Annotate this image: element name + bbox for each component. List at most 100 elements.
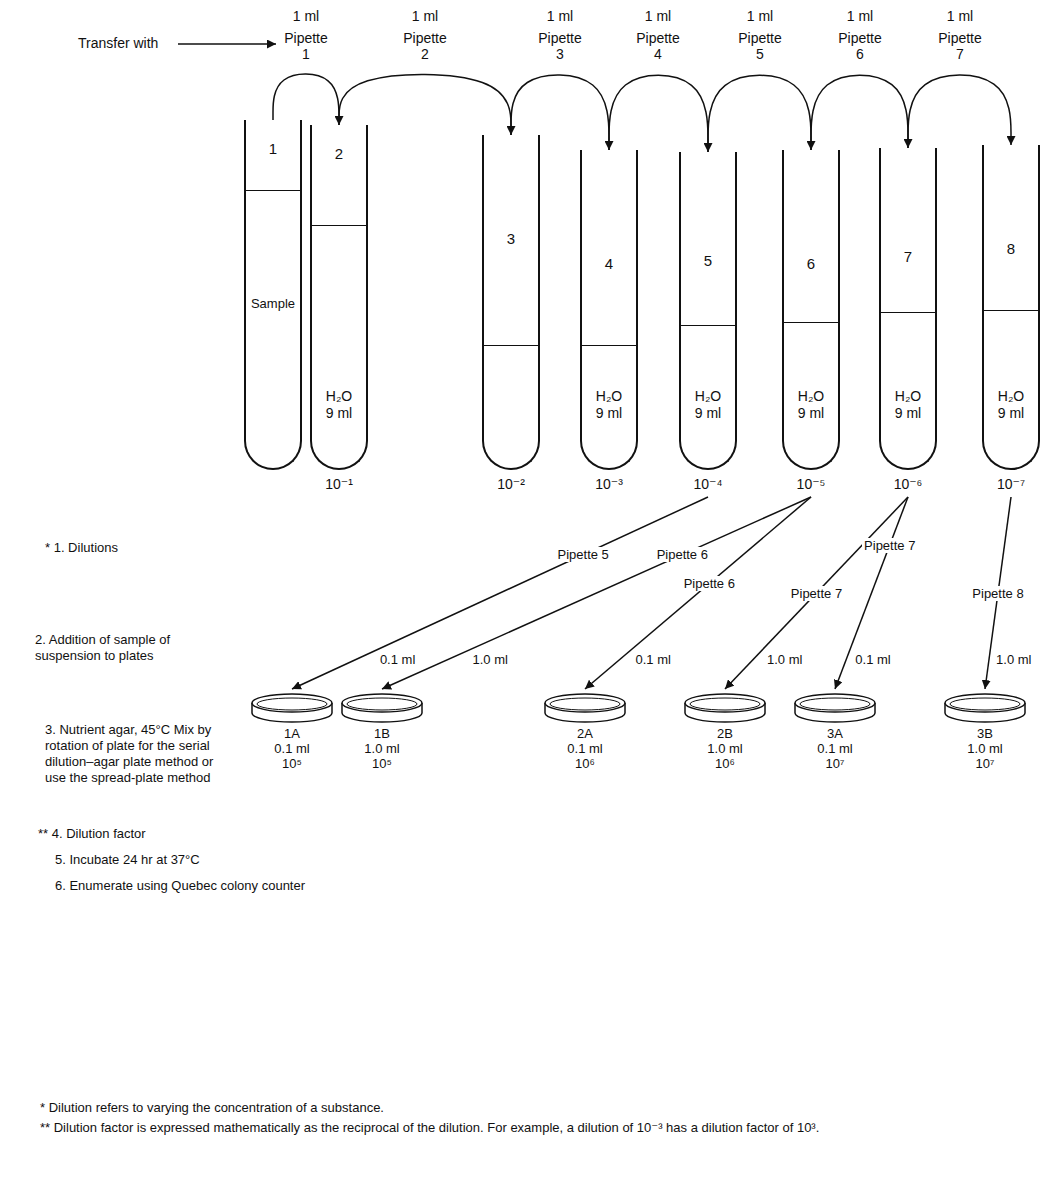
plate-label: 2B xyxy=(683,726,767,741)
plate-volume: 1.0 ml xyxy=(340,741,424,756)
plate-label: 1B xyxy=(340,726,424,741)
volume-label: 0.1 ml xyxy=(380,652,415,668)
dilution-label: 10⁻⁵ xyxy=(764,476,858,493)
pointer-label: Transfer with xyxy=(78,35,158,51)
petri-plate: 3B1.0 ml10⁷ xyxy=(943,690,1027,771)
dish-rim xyxy=(545,694,625,712)
plating-transfer xyxy=(382,497,811,689)
pipette-transfer xyxy=(273,74,339,125)
plating-transfer xyxy=(725,497,908,689)
test-tube: 1Sample xyxy=(244,120,302,470)
tube-contents: H₂O 9 ml xyxy=(312,388,366,422)
liquid-level xyxy=(312,225,366,226)
pipette-transfer xyxy=(811,75,908,150)
footnote: * Dilution refers to varying the concent… xyxy=(40,1100,1030,1116)
liquid-level xyxy=(881,312,935,313)
test-tube: 6H₂O 9 ml10⁻⁵ xyxy=(782,150,840,470)
tube-number: 6 xyxy=(784,255,838,272)
volume-label: 1.0 ml xyxy=(996,652,1031,668)
tube-number: 3 xyxy=(484,230,538,247)
petri-dish xyxy=(683,690,767,726)
dilution-label: 10⁻⁴ xyxy=(661,476,755,493)
volume-label: 1.0 ml xyxy=(472,652,507,668)
dish-rim xyxy=(342,694,422,712)
test-tube: 2H₂O 9 ml10⁻¹ xyxy=(310,125,368,470)
tube-contents: H₂O 9 ml xyxy=(784,388,838,422)
petri-dish xyxy=(943,690,1027,726)
liquid-level xyxy=(582,345,636,346)
tube-contents: H₂O 9 ml xyxy=(984,388,1038,422)
pipette-transfer xyxy=(908,75,1011,148)
liquid-level xyxy=(484,345,538,346)
dish-rim xyxy=(945,694,1025,712)
dish-lid xyxy=(347,698,417,710)
pipette-label: Pipette 6 xyxy=(655,547,710,562)
test-tube: 310⁻² xyxy=(482,135,540,470)
plate-label: 3B xyxy=(943,726,1027,741)
pipette-label: Pipette 7 xyxy=(862,538,917,553)
dilution-label: 10⁻¹ xyxy=(292,476,386,493)
dish-lid xyxy=(690,698,760,710)
tube-contents: H₂O 9 ml xyxy=(582,388,636,422)
test-tube: 7H₂O 9 ml10⁻⁶ xyxy=(879,148,937,470)
test-tube: 8H₂O 9 ml10⁻⁷ xyxy=(982,145,1040,470)
dilution-label: 10⁻⁷ xyxy=(964,476,1058,493)
plating-transfer xyxy=(835,497,908,689)
dilution-factor: 10⁶ xyxy=(543,756,627,771)
dish-rim xyxy=(252,694,332,712)
tube-number: 7 xyxy=(881,248,935,265)
pipette-label: Pipette 6 xyxy=(836,30,884,62)
liquid-level xyxy=(784,322,838,323)
plate-label: 1A xyxy=(250,726,334,741)
dish-rim xyxy=(795,694,875,712)
petri-dish xyxy=(793,690,877,726)
petri-dish xyxy=(340,690,424,726)
petri-dish xyxy=(543,690,627,726)
pipette-label: Pipette 1 xyxy=(282,30,330,62)
dilution-factor: 10⁶ xyxy=(683,756,767,771)
petri-plate: 1A0.1 ml10⁵ xyxy=(250,690,334,771)
pointer-arrow xyxy=(178,43,276,45)
volume-label: 0.1 ml xyxy=(635,652,670,668)
tube-number: 2 xyxy=(312,145,366,162)
petri-plate: 2B1.0 ml10⁶ xyxy=(683,690,767,771)
volume-label: 1 ml xyxy=(412,8,438,24)
step-note: 3. Nutrient agar, 45°C Mix by rotation o… xyxy=(45,722,230,786)
pipette-label: Pipette 7 xyxy=(789,586,844,601)
plate-volume: 1.0 ml xyxy=(943,741,1027,756)
volume-label: 1 ml xyxy=(747,8,773,24)
tube-number: 8 xyxy=(984,240,1038,257)
plate-label: 2A xyxy=(543,726,627,741)
pipette-label: Pipette 2 xyxy=(401,30,449,62)
petri-dish xyxy=(250,690,334,726)
dilution-label: 10⁻³ xyxy=(562,476,656,493)
pipette-label: Pipette 3 xyxy=(536,30,584,62)
pipette-label: Pipette 5 xyxy=(736,30,784,62)
plate-volume: 0.1 ml xyxy=(543,741,627,756)
step-note: 2. Addition of sample of suspension to p… xyxy=(35,632,210,664)
tube-contents: Sample xyxy=(246,295,300,312)
pipette-label: Pipette 4 xyxy=(634,30,682,62)
volume-label: 1 ml xyxy=(645,8,671,24)
step-note: 6. Enumerate using Quebec colony counter xyxy=(55,878,305,894)
pipette-label: Pipette 5 xyxy=(556,547,611,562)
volume-label: 1 ml xyxy=(847,8,873,24)
pipette-label: Pipette 8 xyxy=(970,586,1025,601)
plate-volume: 0.1 ml xyxy=(250,741,334,756)
dish-lid xyxy=(800,698,870,710)
volume-label: 1.0 ml xyxy=(767,652,802,668)
tube-number: 5 xyxy=(681,252,735,269)
plate-volume: 1.0 ml xyxy=(683,741,767,756)
volume-label: 1 ml xyxy=(547,8,573,24)
plate-volume: 0.1 ml xyxy=(793,741,877,756)
dilution-factor: 10⁵ xyxy=(340,756,424,771)
volume-label: 1 ml xyxy=(293,8,319,24)
liquid-level xyxy=(984,310,1038,311)
dilution-factor: 10⁷ xyxy=(943,756,1027,771)
footnote: ** Dilution factor is expressed mathemat… xyxy=(40,1120,1030,1136)
pipette-label: Pipette 6 xyxy=(682,576,737,591)
volume-label: 1 ml xyxy=(947,8,973,24)
test-tube: 4H₂O 9 ml10⁻³ xyxy=(580,150,638,470)
step-note: 5. Incubate 24 hr at 37°C xyxy=(55,852,200,868)
petri-plate: 1B1.0 ml10⁵ xyxy=(340,690,424,771)
